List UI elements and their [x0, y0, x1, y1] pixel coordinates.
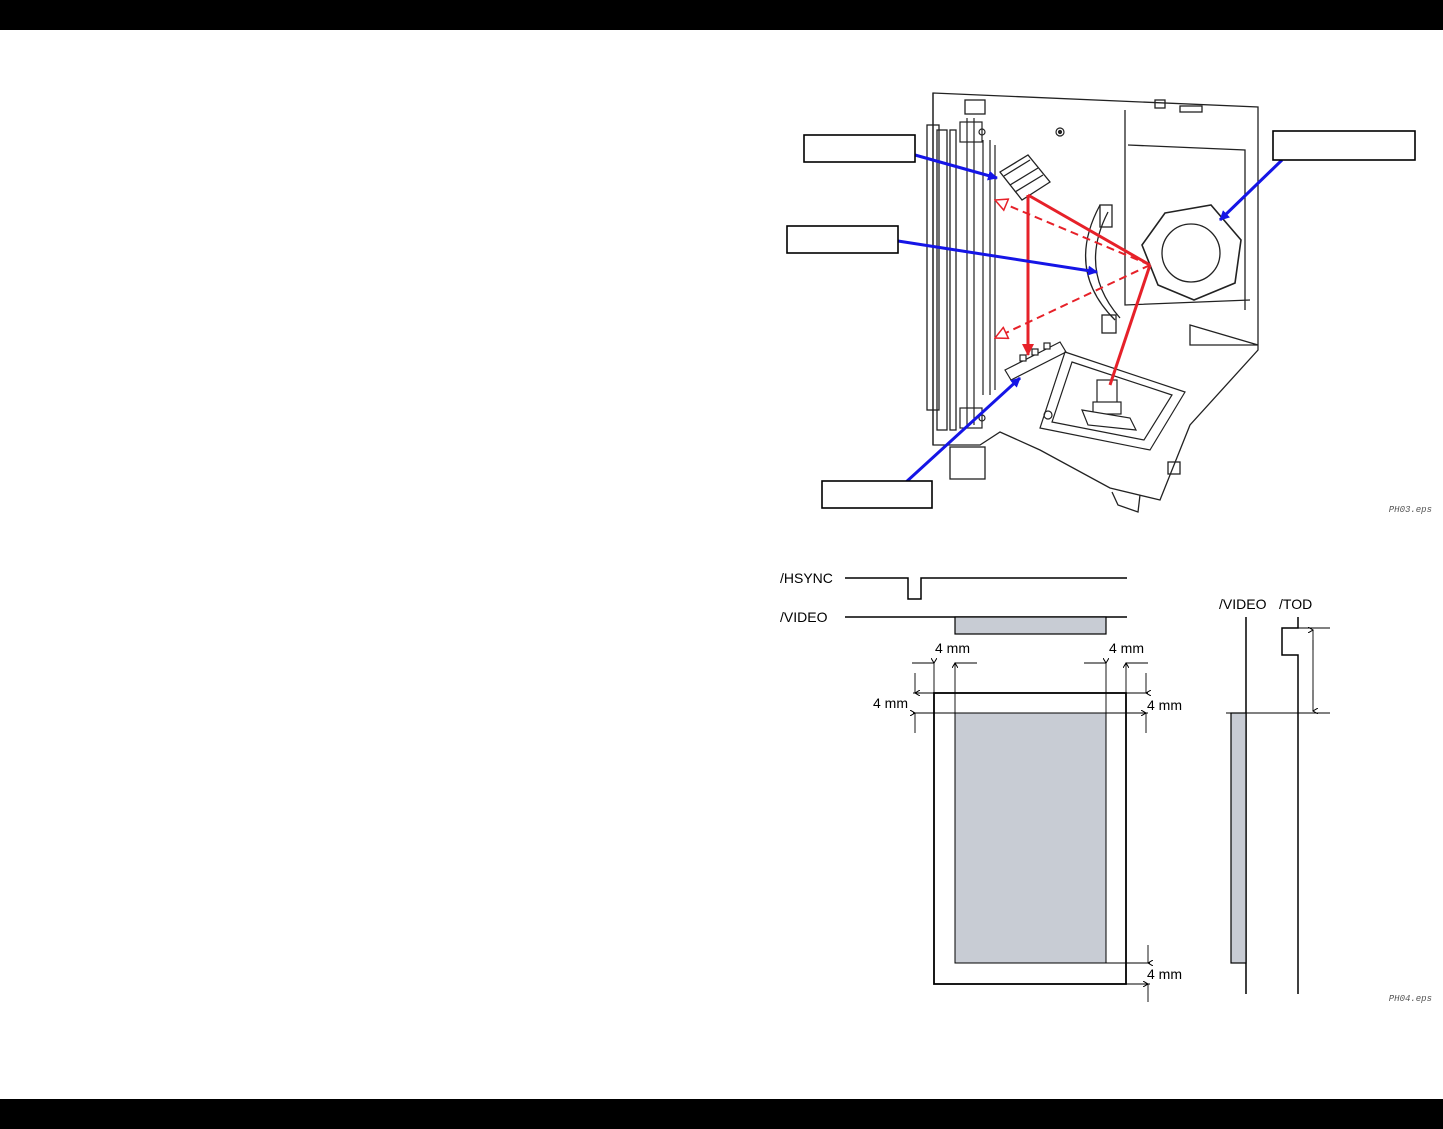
pointer-upper-left — [914, 153, 998, 181]
callout-pointers — [897, 153, 1284, 485]
printable-area — [954, 712, 1107, 964]
video-label: /VIDEO — [780, 609, 828, 625]
footer-bar — [0, 1099, 1443, 1129]
scanner-housing — [926, 92, 1259, 513]
dimension-lines — [912, 663, 1150, 1002]
laser-diode-unit — [1039, 351, 1186, 451]
callout-box-lower-left — [821, 480, 933, 509]
figure2-filename: PH04.eps — [1389, 994, 1432, 1004]
laser-beam-paths — [995, 193, 1152, 386]
video-active-pulse — [954, 616, 1107, 635]
upper-sensor-block — [999, 154, 1051, 201]
callout-box-upper-left — [803, 134, 916, 163]
margin-label-right: 4 mm — [1109, 640, 1144, 656]
polygon-mirror — [1141, 204, 1242, 301]
laser-scanner-unit-diagram: PH03.eps — [786, 92, 1432, 515]
tod-timing-dimension — [1226, 628, 1330, 713]
figure1-filename: PH03.eps — [1389, 505, 1432, 515]
tod-waveform — [1281, 617, 1299, 994]
beam-diode-to-polygon — [1108, 264, 1152, 386]
callout-box-middle-left — [786, 225, 899, 254]
pointer-upper-right — [1218, 158, 1284, 222]
margin-label-bottom: 4 mm — [1147, 966, 1182, 982]
cylindrical-lens — [1084, 204, 1121, 334]
pointer-lower-left — [903, 376, 1022, 485]
beam-polygon-to-sensor — [1027, 193, 1151, 267]
callout-box-upper-right — [1272, 130, 1416, 161]
video-vertical-label: /VIDEO — [1219, 596, 1267, 612]
print-timing-diagram: /HSYNC /VIDEO — [780, 570, 1432, 1004]
callout-boxes — [786, 130, 1416, 509]
video-vertical-pulse — [1230, 712, 1247, 964]
pointer-middle-left — [897, 239, 1098, 276]
lower-sensor-board — [1004, 341, 1067, 381]
tod-label: /TOD — [1279, 596, 1312, 612]
margin-label-left: 4 mm — [935, 640, 970, 656]
margin-label-top-left: 4 mm — [873, 695, 908, 711]
header-bar — [0, 0, 1443, 30]
hsync-label: /HSYNC — [780, 570, 833, 586]
margin-label-top-right: 4 mm — [1147, 697, 1182, 713]
beam-scan-upper-dashed — [995, 200, 1151, 266]
hsync-waveform — [845, 577, 1127, 600]
beam-scan-lower-dashed — [995, 264, 1151, 338]
